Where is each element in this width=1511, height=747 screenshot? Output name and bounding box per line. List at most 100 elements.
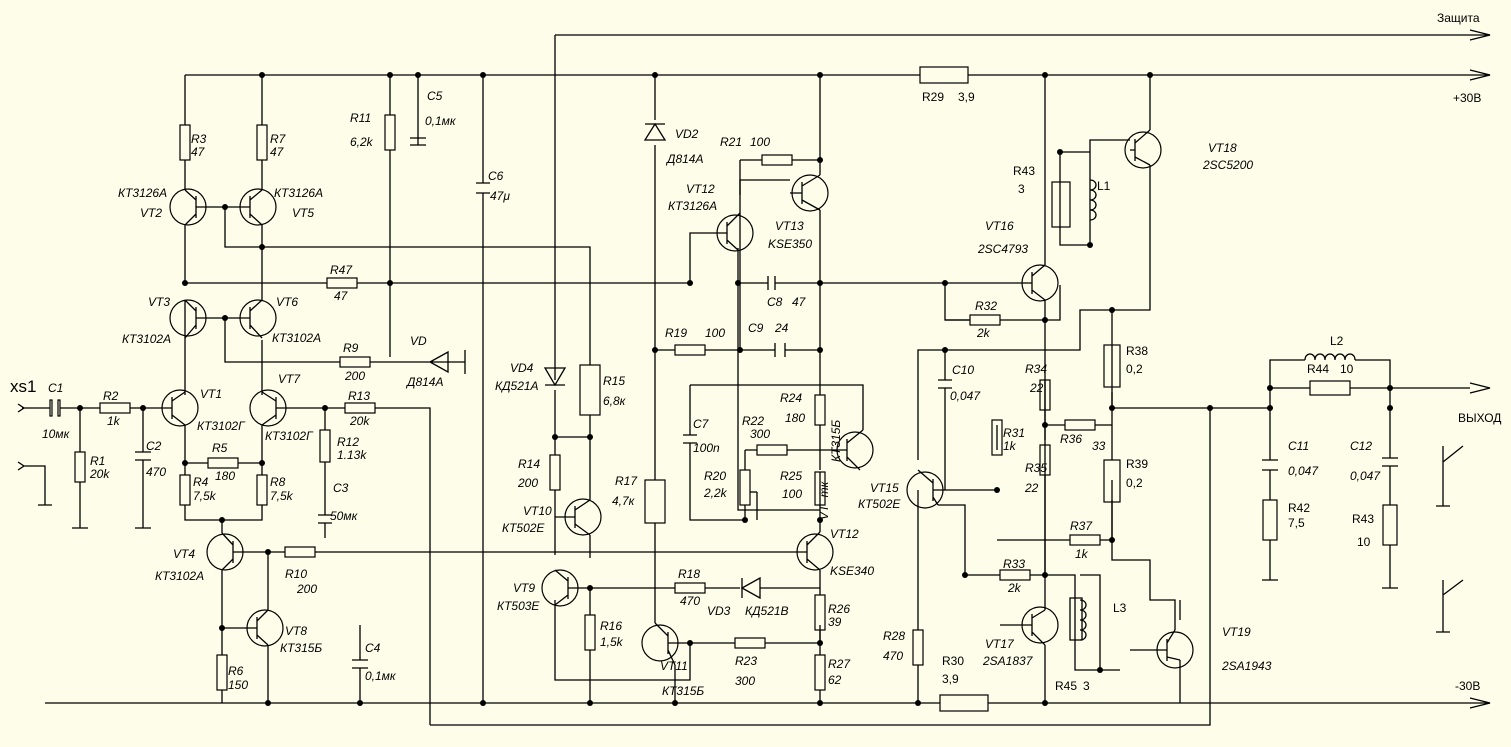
junction-dot (222, 204, 228, 210)
transistors (161, 129, 1194, 669)
transistor-vt-mk (836, 429, 874, 471)
inductors (1079, 179, 1356, 641)
label-l3: L3 (1113, 601, 1127, 615)
label-r14: R14 (518, 457, 540, 471)
transistor-vt13 (790, 174, 829, 212)
label-r44: R44 (1307, 362, 1329, 376)
label-r1-val: 20k (89, 467, 110, 481)
resistor-r9 (339, 356, 371, 368)
resistor-r44 (1309, 380, 1351, 396)
label-vt6-type: КТ3102А (272, 331, 321, 345)
diode-vd4 (543, 367, 567, 387)
junction-dot (1042, 422, 1048, 428)
label-r36-val: 33 (1092, 439, 1106, 453)
label-vt3-type: КТ3102А (122, 332, 171, 346)
label-r43-out: R43 (1352, 512, 1374, 526)
label-r7: R7 (270, 132, 287, 146)
transistor-vt12-bottom (790, 531, 834, 571)
label-r28-val: 470 (883, 649, 903, 663)
resistor-r28 (912, 629, 924, 666)
label-vt16: VT16 (985, 219, 1014, 233)
label-r11: R11 (350, 111, 371, 125)
junction-dot (994, 487, 1000, 493)
junction-dot (259, 72, 265, 78)
junction-dot (387, 280, 393, 286)
diodes (400, 122, 761, 600)
junction-dot (140, 405, 146, 411)
label-r17: R17 (615, 474, 638, 488)
label-r26-val: 39 (828, 615, 842, 629)
label-vt-mk-type: КТ315Б (829, 420, 843, 462)
label-c8: C8 (767, 295, 783, 309)
transistor-vt8 (246, 609, 284, 647)
resistor-r20 (739, 469, 751, 506)
junction-dot (742, 517, 748, 523)
label-vt13: VT13 (775, 219, 804, 233)
label-r37: R37 (1070, 519, 1093, 533)
junction-dot (322, 405, 328, 411)
label-r8-val: 7,5k (270, 489, 294, 503)
label-r33-val: 2k (1007, 581, 1022, 595)
resistors (179, 66, 1398, 712)
junction-dot (817, 72, 823, 78)
label-r42-val: 7,5 (1288, 516, 1305, 530)
label-r32: R32 (975, 299, 997, 313)
label-vd: VD (410, 334, 427, 348)
junction-dot (415, 72, 421, 78)
label-r5-val: 180 (215, 469, 235, 483)
resistor-r8 (256, 474, 268, 506)
capacitor-c9 (774, 343, 786, 357)
label-r29-val: 3,9 (958, 90, 975, 104)
junction-dot (182, 460, 188, 466)
label-vt17-type: 2SA1837 (982, 654, 1034, 668)
label-r32-val: 2k (976, 326, 991, 340)
label-r15-val: 6,8к (603, 394, 627, 408)
junction-dot (1057, 149, 1063, 155)
label-r4-val: 7,5k (193, 489, 217, 503)
label-r36: R36 (1060, 432, 1082, 446)
junction-dot (265, 549, 271, 555)
resistor-r31 (991, 419, 1003, 456)
junction-dots (77, 72, 1393, 706)
label-vt12-top: VT12 (686, 182, 715, 196)
label-r20-val: 2,2k (703, 486, 728, 500)
label-r2: R2 (103, 389, 119, 403)
label-r18-val: 470 (680, 594, 700, 608)
output-stage-wiring (917, 75, 1470, 703)
label-r3-val: 47 (191, 145, 206, 159)
label-vt8: VT8 (285, 624, 307, 638)
junction-dot (817, 700, 823, 706)
label-vt4: VT4 (173, 547, 195, 561)
junction-dot (587, 700, 593, 706)
label-r26: R26 (828, 602, 850, 616)
junction-dot (587, 434, 593, 440)
junction-dot (1109, 405, 1115, 411)
label-r13-val: 20k (349, 414, 370, 428)
label-vt4-type: КТ3102А (155, 569, 204, 583)
label-vt15: VT15 (870, 481, 899, 495)
resistor-r10 (284, 546, 316, 558)
label-r35-val: 22 (1024, 481, 1039, 495)
resistor-r24 (814, 394, 826, 426)
label-vt2-type: КТ3126А (118, 186, 167, 200)
resistor-r7 (256, 124, 268, 161)
transistor-vt18 (1124, 129, 1162, 169)
label-vd2-type: Д814А (665, 152, 703, 166)
label-r23: R23 (735, 654, 757, 668)
resistor-r39 (1103, 459, 1121, 503)
label-r22: R22 (742, 414, 764, 428)
label-r38-val: 0,2 (1126, 362, 1143, 376)
junction-dot (265, 700, 271, 706)
transistor-vt2 (169, 188, 207, 226)
power-rails (45, 29, 1491, 726)
label-r43-out-val: 10 (1357, 535, 1371, 549)
resistor-r43-out (1382, 504, 1398, 546)
label-r10-val: 200 (296, 582, 317, 596)
resistor-r19 (674, 344, 706, 356)
resistor-r37 (1069, 534, 1101, 546)
resistor-r25 (814, 471, 826, 506)
label-vd2: VD2 (675, 127, 699, 141)
label-vt18: VT18 (1208, 141, 1237, 155)
label-r21: R21 (720, 135, 742, 149)
